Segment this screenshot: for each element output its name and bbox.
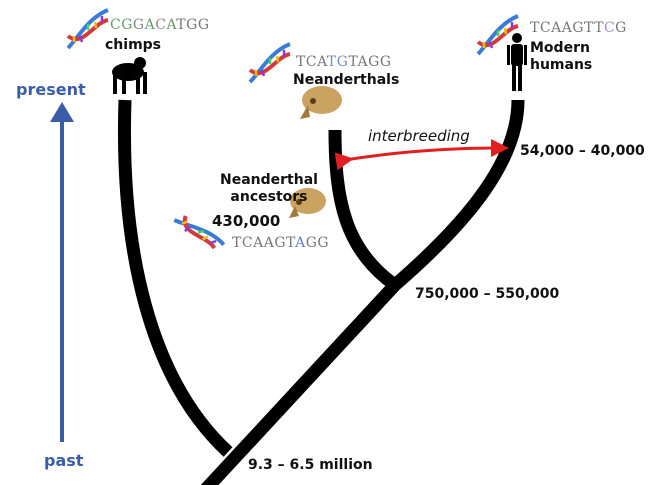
sequence-letter: A xyxy=(317,54,327,70)
interbreeding-label: interbreeding xyxy=(368,127,470,145)
interbreeding-date: 54,000 – 40,000 xyxy=(520,143,645,159)
sequence-letter: T xyxy=(348,54,358,70)
sequence-letter: G xyxy=(379,54,392,70)
sequence-letter: T xyxy=(326,54,337,70)
interbreeding-arrow xyxy=(334,139,509,171)
sequence-letter: C xyxy=(241,235,254,251)
present-label: present xyxy=(16,80,86,99)
human-icon xyxy=(507,33,527,91)
sequence-letter: T xyxy=(176,17,187,33)
sequence-letter: T xyxy=(296,54,306,70)
sequence-letter: C xyxy=(110,17,122,33)
chimp-sequence: CGGACATGG xyxy=(110,17,210,33)
sequence-letter: G xyxy=(368,54,380,70)
neanderthal-label: Neanderthals xyxy=(293,72,400,88)
ancestor-skull-icon xyxy=(289,188,326,218)
sequence-letter: G xyxy=(186,17,198,33)
sequence-letter: T xyxy=(232,235,242,251)
sequence-letter: A xyxy=(551,20,562,36)
split-neanderthal-human: 750,000 – 550,000 xyxy=(415,286,560,302)
ancestors-label-line1: Neanderthal xyxy=(220,172,318,188)
neanderthal-skull-icon xyxy=(300,86,342,119)
sequence-letter: G xyxy=(121,17,133,33)
trunk-branch xyxy=(200,280,400,485)
past-label: past xyxy=(44,451,84,470)
human-branch xyxy=(390,99,525,290)
sequence-letter: C xyxy=(155,17,167,33)
modern-sequence: TCAAGTTCG xyxy=(530,20,627,36)
sequence-letter: C xyxy=(603,20,616,36)
neanderthal-sequence: TCATGTAGG xyxy=(296,54,392,70)
ancestors-age: 430,000 xyxy=(212,212,281,230)
sequence-letter: A xyxy=(295,235,306,251)
sequence-letter: G xyxy=(615,20,627,36)
sequence-letter: A xyxy=(166,17,177,33)
sequence-letter: A xyxy=(561,20,573,36)
split-chimp-human: 9.3 – 6.5 million xyxy=(248,457,373,473)
sequence-letter: G xyxy=(274,235,286,251)
ancestors-label-line2: ancestors xyxy=(230,189,308,205)
chimp-label: chimps xyxy=(105,37,162,53)
chimp-branch xyxy=(118,99,233,457)
sequence-letter: G xyxy=(305,235,318,251)
sequence-letter: G xyxy=(336,54,349,70)
sequence-letter: C xyxy=(539,20,552,36)
modern-label-line1: Modern xyxy=(530,40,590,56)
dna-icon-neanderthals xyxy=(248,42,292,84)
sequence-letter: A xyxy=(144,17,156,33)
sequence-letter: A xyxy=(263,235,275,251)
ancestors-sequence: TCAAGTAGG xyxy=(232,235,329,251)
sequence-letter: A xyxy=(253,235,264,251)
sequence-letter: G xyxy=(572,20,584,36)
sequence-letter: T xyxy=(286,235,296,251)
sequence-letter: T xyxy=(584,20,595,36)
sequence-letter: T xyxy=(594,20,604,36)
sequence-letter: G xyxy=(317,235,330,251)
chimp-icon xyxy=(112,57,147,94)
sequence-letter: T xyxy=(530,20,540,36)
dna-icon-chimps xyxy=(66,8,110,50)
sequence-letter: A xyxy=(357,54,369,70)
sequence-letter: G xyxy=(197,17,210,33)
modern-label-line2: humans xyxy=(530,57,593,73)
sequence-letter: G xyxy=(132,17,145,33)
sequence-letter: C xyxy=(305,54,318,70)
